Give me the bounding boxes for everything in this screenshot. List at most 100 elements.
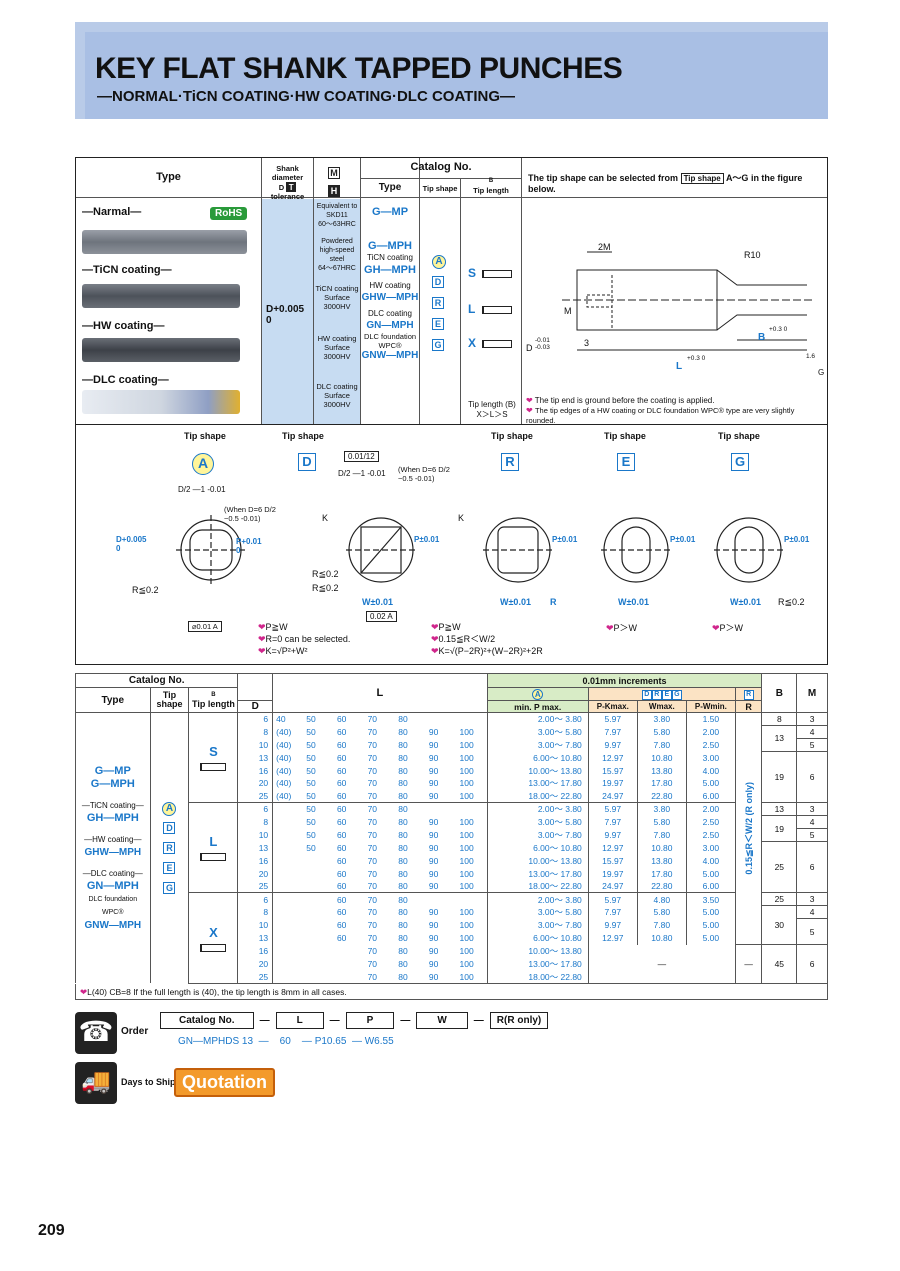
- table-cell-kmax: 15.97: [587, 764, 638, 777]
- table-cell-kmax: 7.97: [587, 905, 638, 919]
- dim-b: B: [758, 332, 766, 343]
- table-cell-kmax: 7.97: [587, 815, 638, 829]
- table-cell-l: 70: [367, 842, 378, 853]
- tbl-m-header: M: [796, 673, 828, 713]
- tip-shape-g-badge: G: [432, 339, 444, 351]
- table-cell-p: 13.00～ 17.80: [486, 776, 589, 790]
- table-cell-pwmin: 4.00: [685, 764, 736, 777]
- dim-l-tol: +0.3 0: [687, 355, 706, 362]
- table-cell-l: 80: [395, 789, 426, 804]
- table-cell-l: 70: [367, 714, 378, 725]
- cat-wpc-label: DLC foundation WPC®: [363, 332, 417, 350]
- table-r-note-cell: 0.15≦R＜W/2 (R only): [734, 712, 763, 946]
- table-cell-l: 70: [364, 789, 396, 804]
- tbl-type-header: Type: [75, 687, 151, 713]
- table-cell-l: 80: [398, 933, 408, 944]
- table-cell-l: [426, 803, 457, 816]
- table-cell-d: 8: [237, 725, 274, 739]
- table-cell-m: 5: [796, 737, 828, 752]
- table-cell-l: 100: [456, 944, 488, 958]
- table-cell-l: 90: [428, 739, 439, 750]
- mh-m-badge: M: [328, 167, 340, 179]
- table-cell-l: 70: [367, 726, 378, 737]
- table-cell-l: 80: [398, 920, 408, 931]
- shape-e-note-1: P±0.01: [670, 535, 696, 544]
- tbl-b-header: B: [761, 673, 798, 713]
- table-cell-l: 70: [367, 907, 378, 918]
- table-cell-d: 20: [237, 867, 274, 881]
- table-cell-l: 90: [428, 868, 439, 879]
- shape-r-badge: R: [501, 453, 519, 471]
- dim-g: G: [818, 368, 825, 377]
- table-cell-pwmin: 5.00: [685, 931, 736, 945]
- table-cell-wmax: 10.80: [636, 751, 687, 765]
- table-cell-dash: —: [587, 944, 736, 984]
- table-cell-kmax: 19.97: [587, 776, 638, 790]
- shape-g-badge: G: [731, 453, 749, 471]
- table-cell-l: [272, 905, 304, 919]
- tbl-g-badge: G: [671, 690, 682, 700]
- table-cell-l: 100: [456, 880, 488, 894]
- table-cell-wmax: 3.80: [636, 802, 687, 816]
- table-cell-b: 25: [761, 892, 798, 907]
- quotation-badge: Quotation: [174, 1068, 275, 1097]
- table-cell-d: 8: [237, 905, 274, 919]
- table-cell-l: [272, 802, 304, 816]
- table-cell-d: 25: [237, 970, 274, 984]
- table-r-note: 0.15≦R＜W/2 (R only): [744, 782, 755, 875]
- formula-d-2: R=0 can be selected.: [265, 634, 351, 644]
- cat-ticn-label: TiCN coating: [367, 253, 413, 262]
- table-cell-l: 60: [336, 714, 347, 725]
- table-cell-l: 60: [336, 739, 347, 750]
- table-cell-l: 50: [306, 778, 316, 789]
- table-cell-d: 16: [237, 944, 274, 958]
- tbl-wmax-header: Wmax.: [636, 700, 687, 713]
- table-cell-l: [456, 802, 488, 816]
- table-cell-p: 3.00～ 5.80: [486, 815, 589, 829]
- tbl-catalog-header: Catalog No.: [74, 673, 239, 688]
- table-cell-kmax: 9.97: [587, 828, 638, 842]
- table-cell-l: 80: [398, 945, 408, 956]
- table-cell-l: 100: [456, 764, 488, 777]
- table-cell-l: 60: [336, 829, 347, 840]
- table-cell-pwmin: 3.00: [685, 841, 736, 855]
- order-field-l: L: [275, 1012, 324, 1029]
- table-cell-l: 70: [367, 958, 378, 969]
- table-tip-length-cell: S: [188, 711, 239, 804]
- table-cell-m: 4: [796, 724, 828, 739]
- order-field-r: R(R only): [489, 1012, 549, 1029]
- order-field-w: W: [416, 1012, 468, 1029]
- tip-shape-d-badge: D: [432, 276, 444, 288]
- table-type-7: GN—MPH: [86, 879, 139, 892]
- table-type-1: G—MPH: [90, 777, 135, 790]
- table-cell-wmax: 5.80: [636, 905, 687, 919]
- formula-e-1: P＞W: [613, 623, 638, 633]
- table-cell-l: 100: [456, 970, 488, 984]
- table-cell-l: 90: [428, 907, 439, 918]
- table-cell-l: [272, 957, 304, 971]
- table-type-4: —HW coating—: [84, 834, 142, 844]
- table-cell-m: 3: [796, 892, 828, 907]
- shape-d-heading: Tip shape: [282, 431, 324, 441]
- formula-r-2: 0.15≦R＜W/2: [438, 634, 496, 644]
- dim-2m: 2M: [598, 242, 611, 252]
- table-cell-l: [456, 712, 488, 726]
- table-cell-l: 70: [367, 739, 378, 750]
- table-type-3: GH—MPH: [86, 811, 139, 824]
- table-cell-l: 80: [398, 765, 408, 776]
- table-cell-p: 10.00～ 13.80: [486, 854, 589, 868]
- table-cell-d: 13: [237, 841, 274, 855]
- table-cell-l: 80: [395, 970, 426, 984]
- table-cell-kmax: 19.97: [587, 867, 638, 881]
- truck-icon: 🚚: [75, 1062, 117, 1104]
- tbl-d-header: D: [237, 700, 274, 713]
- tbl-tip-shape-header: Tip shape: [149, 687, 190, 713]
